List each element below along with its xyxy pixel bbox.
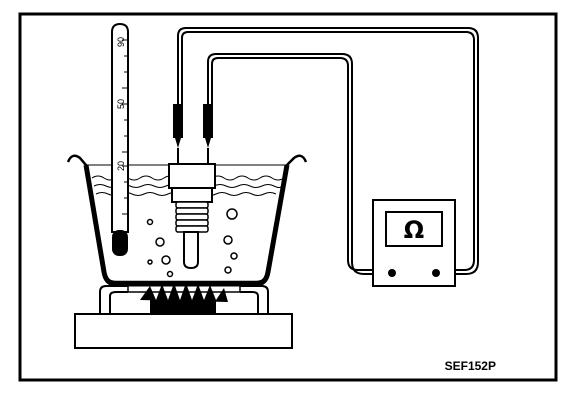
burner-stand xyxy=(74,283,293,349)
thermometer: 90 50 20 xyxy=(111,22,129,256)
ohmmeter-terminal-left xyxy=(388,269,396,277)
test-lead-probes xyxy=(173,104,213,148)
ohm-symbol: Ω xyxy=(404,216,424,244)
thermometer-scale-label-20: 20 xyxy=(116,161,126,171)
ohmmeter-terminal-right xyxy=(432,269,440,277)
test-lead-wires xyxy=(177,27,479,275)
bubbles xyxy=(146,208,238,278)
thermometer-scale-label-90: 90 xyxy=(116,37,126,47)
ohmmeter: Ω xyxy=(372,199,456,287)
thermometer-scale-label-50: 50 xyxy=(116,99,126,109)
ohmmeter-display xyxy=(385,211,443,247)
temperature-sensor xyxy=(168,148,216,270)
figure-code: SEF152P xyxy=(445,359,496,373)
burner-flame xyxy=(140,283,228,302)
